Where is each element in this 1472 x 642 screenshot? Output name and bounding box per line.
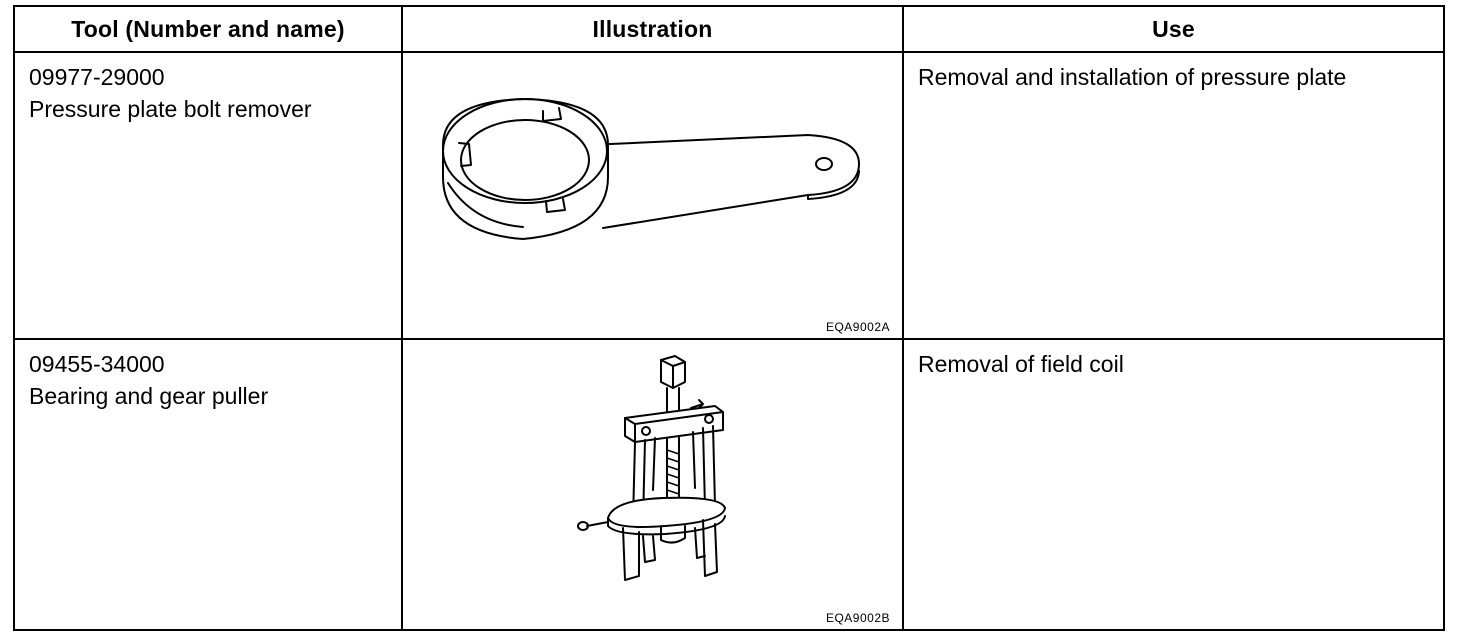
use-text: Removal and installation of pressure pla… (918, 64, 1347, 90)
header-illustration: Illustration (401, 5, 904, 53)
tool-number: 09977-29000 (29, 64, 165, 90)
header-use: Use (902, 5, 1445, 53)
figure-code: EQA9002A (825, 320, 890, 334)
use-cell: Removal and installation of pressure pla… (902, 51, 1445, 340)
figure-code: EQA9002B (825, 611, 890, 625)
table-row: 09977-29000 Pressure plate bolt remover (13, 51, 1445, 340)
gear-puller-icon (577, 355, 726, 581)
header-row: Tool (Number and name) Illustration Use (13, 5, 1445, 53)
header-tool: Tool (Number and name) (13, 5, 403, 53)
illustration-cell: EQA9002A (401, 51, 904, 340)
table-row: 09455-34000 Bearing and gear puller (13, 338, 1445, 631)
illustration-cell: EQA9002B (401, 338, 904, 631)
ring-wrench-icon (442, 98, 861, 240)
use-cell: Removal of field coil (902, 338, 1445, 631)
tool-cell: 09977-29000 Pressure plate bolt remover (13, 51, 403, 340)
tool-number: 09455-34000 (29, 351, 165, 377)
use-text: Removal of field coil (918, 351, 1124, 377)
special-tools-table: Tool (Number and name) Illustration Use … (13, 5, 1445, 631)
tool-name: Pressure plate bolt remover (29, 96, 312, 122)
tool-name: Bearing and gear puller (29, 383, 269, 409)
tool-cell: 09455-34000 Bearing and gear puller (13, 338, 403, 631)
